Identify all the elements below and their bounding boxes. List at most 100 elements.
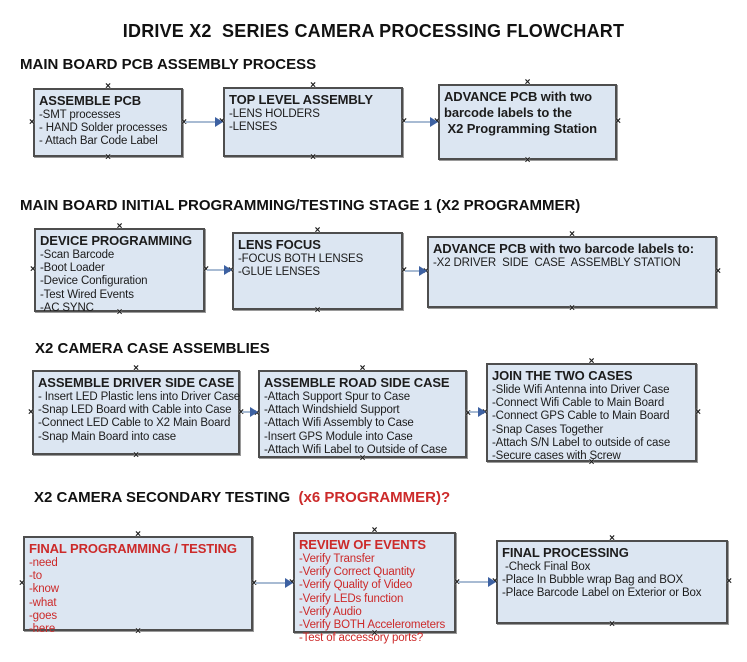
box-item: -Snap Cases Together [492, 423, 604, 436]
connection-handle-icon: × [310, 152, 316, 163]
box-item: -Device Configuration [40, 275, 148, 288]
box-item: -to [29, 570, 42, 583]
connection-handle-icon: × [314, 305, 321, 316]
box-title: REVIEW OF EVENTS [299, 537, 426, 552]
box-item: -Attach Wifi Assembly to Case [264, 417, 414, 430]
box-item: -here [29, 623, 56, 636]
flow-box-review-of-events[interactable]: × × × × REVIEW OF EVENTS -Verify Transfe… [289, 526, 460, 645]
flow-arrow[interactable] [458, 577, 496, 587]
connection-handle-icon: × [105, 152, 111, 163]
arrowhead-icon [285, 578, 293, 588]
box-title: TOP LEVEL ASSEMBLY [229, 92, 373, 107]
flow-box-assemble-pcb[interactable]: × × × × ASSEMBLE PCB -SMT processes - HA… [29, 82, 187, 163]
box-item: -Snap LED Board with Cable into Case [38, 404, 232, 417]
box-item: -Connect Wifi Cable to Main Board [492, 397, 665, 410]
connection-handle-icon: × [133, 363, 139, 374]
arrowhead-icon [215, 117, 223, 127]
box-title: JOIN THE TWO CASES [492, 368, 633, 383]
section-header-case-assemblies: X2 CAMERA CASE ASSEMBLIES [35, 340, 270, 357]
box-title: FINAL PROGRAMMING / TESTING [29, 541, 237, 556]
connection-handle-icon: × [569, 229, 575, 240]
box-item: -FOCUS BOTH LENSES [238, 253, 364, 265]
flow-box-advance-pcb-driver-side[interactable]: × × × × ADVANCE PCB with two barcode lab… [423, 230, 721, 314]
box-item: -GLUE LENSES [238, 266, 320, 279]
flow-box-lens-focus[interactable]: × × × × LENS FOCUS -FOCUS BOTH LENSES -G… [228, 226, 407, 316]
connection-handle-icon: × [135, 529, 141, 540]
arrowhead-icon [224, 265, 232, 275]
connection-handle-icon: × [609, 533, 615, 544]
box-item: -Verify Quality of Video [299, 579, 413, 592]
box-item: -Place In Bubble wrap Bag and BOX [502, 574, 684, 587]
connection-handle-icon: × [715, 266, 721, 277]
box-item: -Place Barcode Label on Exterior or Box [502, 587, 702, 600]
connection-handle-icon: × [371, 525, 378, 536]
box-item: -X2 DRIVER SIDE CASE ASSEMBLY STATION [433, 257, 681, 269]
connection-handle-icon: × [695, 406, 701, 418]
connection-handle-icon: × [28, 406, 34, 418]
box-item: -LENS HOLDERS [229, 108, 320, 120]
box-item: -Snap Main Board into case [38, 430, 177, 443]
arrowhead-icon [419, 266, 427, 276]
box-item: -Connect GPS Cable to Main Board [492, 410, 670, 423]
box-item: -Attach S/N Label to outside of case [492, 436, 671, 449]
box-item: -Verify BOTH Accelerometers [299, 619, 446, 632]
connection-handle-icon: × [30, 264, 36, 275]
box-item: -Boot Loader [40, 262, 105, 275]
section-header-initial-programming: MAIN BOARD INITIAL PROGRAMMING/TESTING S… [20, 197, 581, 214]
arrowhead-icon [478, 407, 486, 417]
box-item: -SMT processes [39, 109, 121, 121]
arrowhead-icon [430, 117, 438, 127]
arrowhead-icon [488, 577, 496, 587]
connection-handle-icon: × [726, 576, 732, 587]
box-title: ASSEMBLE PCB [39, 93, 142, 108]
box-title: DEVICE PROGRAMMING [40, 233, 193, 248]
box-item: -Insert GPS Module into Case [264, 430, 413, 443]
connection-handle-icon: × [314, 225, 321, 236]
box-title: FINAL PROCESSING [502, 545, 629, 560]
connection-handle-icon: × [524, 155, 531, 166]
flow-box-assemble-road-side-case[interactable]: × × × × ASSEMBLE ROAD SIDE CASE -Attach … [254, 364, 471, 464]
box-item: -what [29, 596, 57, 609]
box-item: -Verify Transfer [299, 553, 375, 565]
connection-handle-icon: × [359, 363, 366, 374]
flow-arrow[interactable] [185, 117, 223, 127]
box-title: LENS FOCUS [238, 237, 321, 252]
connection-handle-icon: × [29, 116, 35, 128]
box-item: -goes [29, 609, 58, 622]
box-item: - Insert LED Plastic lens into Driver Ca… [38, 391, 241, 403]
box-item: -Attach Windshield Support [264, 404, 400, 417]
flow-arrow[interactable] [405, 266, 427, 276]
arrowhead-icon [250, 407, 258, 417]
flow-box-top-level-assembly[interactable]: × × × × TOP LEVEL ASSEMBLY -LENS HOLDERS… [219, 81, 407, 163]
connection-handle-icon: × [19, 577, 25, 589]
connection-handle-icon: × [615, 116, 621, 127]
section-header-secondary-testing: X2 CAMERA SECONDARY TESTING (x6 PROGRAMM… [34, 489, 450, 506]
connection-handle-icon: × [310, 80, 316, 91]
flow-arrow[interactable] [405, 117, 438, 127]
flow-box-device-programming[interactable]: × × × × DEVICE PROGRAMMING -Scan Barcode… [30, 222, 209, 318]
connection-handle-icon: × [105, 81, 111, 92]
flow-box-final-processing[interactable]: × × × × FINAL PROCESSING -Check Final Bo… [492, 534, 732, 630]
box-item: -Verify Correct Quantity [299, 566, 415, 579]
flow-arrow[interactable] [242, 407, 258, 417]
box-item: - HAND Solder processes [39, 122, 168, 135]
flow-box-join-the-two-cases[interactable]: × × × × JOIN THE TWO CASES -Slide Wifi A… [482, 357, 701, 468]
flow-box-advance-pcb-programming-station[interactable]: × × × × ADVANCE PCB with two barcode lab… [434, 78, 621, 166]
section-header-red-part: (x6 PROGRAMMER)? [298, 489, 451, 506]
connection-handle-icon: × [133, 450, 139, 461]
flow-arrow[interactable] [207, 265, 232, 275]
connection-handle-icon: × [588, 356, 595, 367]
flow-arrow[interactable] [255, 578, 293, 588]
box-item: -AC SYNC [40, 301, 94, 314]
flow-box-assemble-driver-side-case[interactable]: × × × × ASSEMBLE DRIVER SIDE CASE - Inse… [28, 364, 244, 461]
box-item: - Attach Bar Code Label [39, 135, 158, 148]
box-title: ADVANCE PCB with two barcode labels to: [433, 241, 694, 256]
box-title: ASSEMBLE DRIVER SIDE CASE [38, 375, 235, 390]
box-item: -Test of accessory ports? [299, 632, 424, 645]
box-item: -Verify LEDs function [299, 592, 404, 605]
flow-arrow[interactable] [469, 407, 486, 417]
box-item: -know [29, 583, 59, 596]
flow-box-final-programming-testing[interactable]: × × × × FINAL PROGRAMMING / TESTING -nee… [19, 530, 257, 637]
box-item: -Connect LED Cable to X2 Main Board [38, 417, 231, 430]
